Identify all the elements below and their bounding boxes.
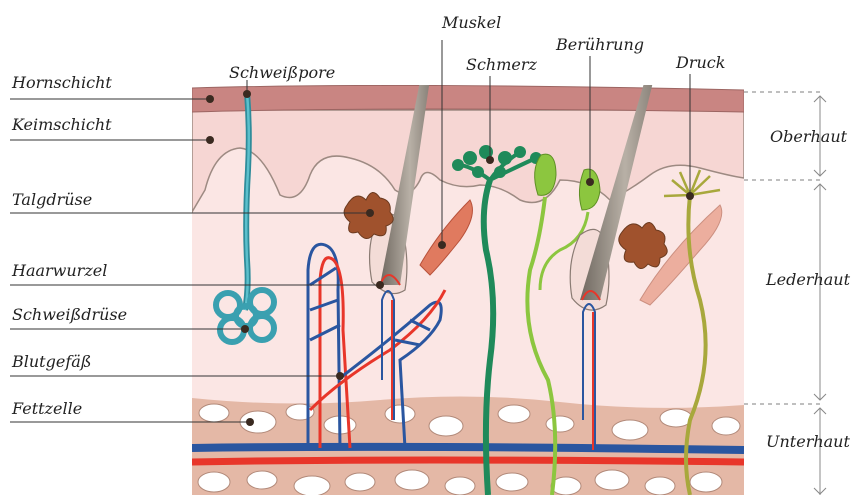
label-blutgefaess: Blutgefäß <box>11 352 91 371</box>
label-druck: Druck <box>675 53 725 72</box>
label-talgdruese: Talgdrüse <box>12 190 92 209</box>
vein-horizontal <box>192 447 744 450</box>
label-beruehrung: Berührung <box>555 35 644 54</box>
label-hornschicht: Hornschicht <box>11 73 112 92</box>
label-lederhaut: Lederhaut <box>765 270 851 289</box>
label-haarwurzel: Haarwurzel <box>11 261 107 280</box>
label-schweisspore: Schweißpore <box>229 63 335 82</box>
label-fettzelle: Fettzelle <box>11 399 82 418</box>
artery-horizontal <box>192 460 744 462</box>
label-schmerz: Schmerz <box>466 55 538 74</box>
label-muskel: Muskel <box>441 13 501 32</box>
label-keimschicht: Keimschicht <box>11 115 112 134</box>
skin-layers <box>192 10 744 495</box>
label-schweissdruese: Schweißdrüse <box>12 305 127 324</box>
layer-brackets: Oberhaut Lederhaut Unterhaut <box>744 92 851 495</box>
label-unterhaut: Unterhaut <box>766 432 850 451</box>
hornschicht-layer <box>192 85 744 112</box>
label-oberhaut: Oberhaut <box>770 127 848 146</box>
